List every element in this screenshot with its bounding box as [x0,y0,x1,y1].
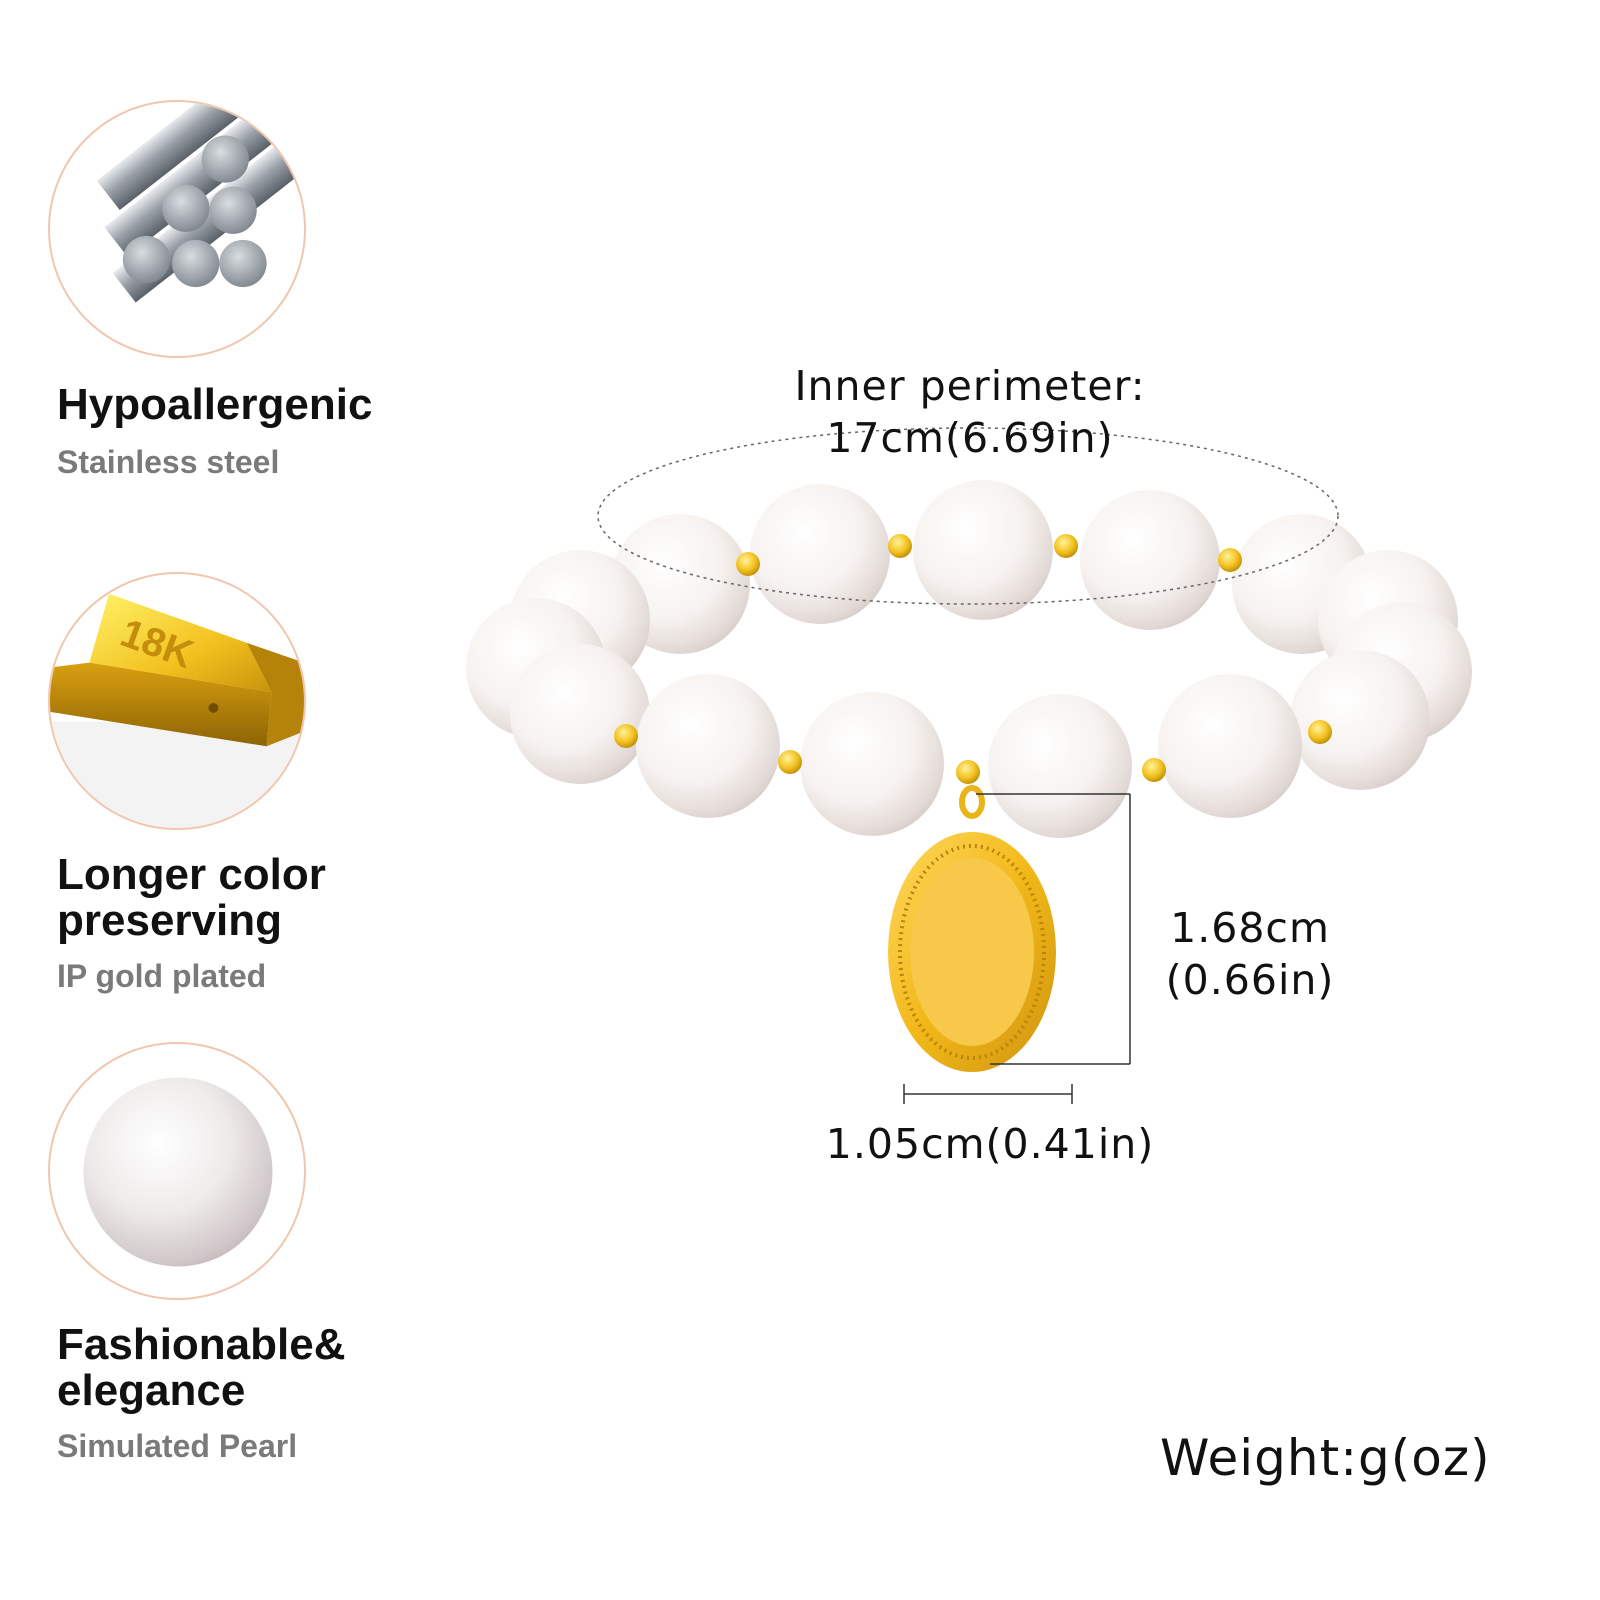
pendant-height-in: (0.66in) [1165,956,1335,1004]
feature-title-line2: elegance [57,1366,246,1415]
feature-title-line1: Fashionable& [57,1320,346,1369]
gold-bead [778,750,802,774]
bracelet-illustration [466,427,1472,1104]
back-row-pearls [510,480,1458,690]
pearl [636,674,780,818]
gold-bead [1218,548,1242,572]
dimension-lines [903,793,1131,1104]
pearl [800,692,944,836]
feature-subtitle-stainless-steel: Stainless steel [57,444,280,480]
gold-bead [614,724,638,748]
gold-bead [1054,534,1078,558]
gold-bead [888,534,912,558]
feature-title-hypoallergenic: Hypoallergenic [57,380,373,429]
weight-label: Weight:g(oz) [1160,1429,1491,1487]
pearl [1080,490,1220,630]
pendant-height-cm: 1.68cm [1170,904,1330,952]
pearl [1158,674,1302,818]
pendant-width: 1.05cm(0.41in) [825,1120,1155,1168]
feature-subtitle-ip-gold: IP gold plated [57,958,267,994]
steel-rods-circle [48,100,306,358]
pearl [510,644,650,784]
gold-bar-icon [50,593,304,828]
front-row-pearls [510,644,1430,838]
gold-bead [1142,758,1166,782]
pearl [913,480,1053,620]
pearl-icon [83,1077,273,1267]
inner-perimeter-value: 17cm(6.69in) [826,414,1114,462]
feature-subtitle-simulated-pearl: Simulated Pearl [57,1428,298,1464]
pearl [988,694,1132,838]
gold-bead [956,760,980,784]
inner-perimeter-label: Inner perimeter: [794,362,1146,410]
oval-pendant [888,785,1056,1072]
feature-title-longer-color: Longer color preserving [57,852,326,944]
pearl [750,484,890,624]
inner-perimeter-guide [597,427,1339,605]
gold-bar-circle: 18K [48,572,306,830]
feature-title-line2: preserving [57,896,282,945]
pearl [1290,650,1430,790]
feature-title-line1: Longer color [57,850,326,899]
steel-rods-icon [96,102,304,303]
pearl-circle [48,1042,306,1300]
gold-bead [736,552,760,576]
gold-bead [1308,720,1332,744]
feature-title-fashionable: Fashionable& elegance [57,1322,346,1414]
